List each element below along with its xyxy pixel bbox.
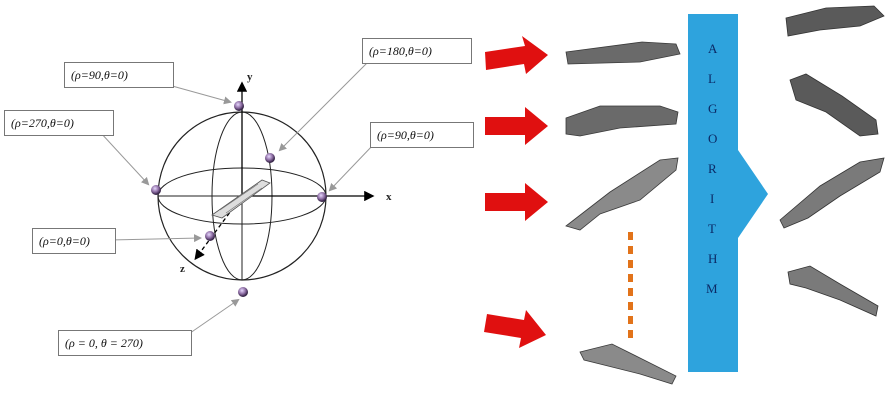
central-part-icon <box>211 179 271 219</box>
input-arrows <box>484 36 548 348</box>
algo-letter: L <box>708 71 716 86</box>
viewpoint-label-right-top: (ρ=180,θ=0) <box>362 38 472 64</box>
algo-letter: O <box>708 131 717 146</box>
input-views <box>565 41 681 385</box>
algo-letter: G <box>708 101 717 116</box>
viewpoint-label-left: (ρ=270,θ=0) <box>4 110 114 136</box>
viewpoint-cameras <box>151 101 327 297</box>
input-part-1 <box>565 41 681 65</box>
algorithm-letters: A L G O R I T H M <box>706 41 718 296</box>
algo-letter: I <box>710 191 714 206</box>
input-part-4 <box>579 343 677 385</box>
red-arrow-1 <box>485 36 548 74</box>
red-arrow-3 <box>485 183 548 221</box>
algo-letter: A <box>708 41 718 56</box>
algo-letter: H <box>708 251 717 266</box>
input-part-3 <box>565 157 679 231</box>
output-part-1 <box>785 5 885 37</box>
input-part-2 <box>565 105 679 137</box>
axis-z-label: z <box>180 263 185 275</box>
red-arrow-4 <box>484 310 546 348</box>
ellipsis-dots <box>628 232 633 338</box>
algo-letter: T <box>708 221 716 236</box>
algorithm-block <box>688 14 768 372</box>
algo-letter: R <box>708 161 717 176</box>
output-part-2 <box>789 73 879 137</box>
output-part-3 <box>779 157 885 229</box>
output-part-4 <box>787 265 879 317</box>
axes: y x z <box>180 71 392 275</box>
algo-letter: M <box>706 281 718 296</box>
red-arrow-2 <box>485 107 548 145</box>
axis-x-label: x <box>386 191 392 203</box>
viewpoint-label-bottom: (ρ = 0, θ = 270) <box>58 330 192 356</box>
viewpoint-label-top: (ρ=90,θ=0) <box>64 62 174 88</box>
viewpoint-label-center: (ρ=0,θ=0) <box>32 228 116 254</box>
axis-y-label: y <box>247 71 253 83</box>
viewpoint-label-right: (ρ=90,θ=0) <box>370 122 474 148</box>
output-views <box>779 5 885 317</box>
